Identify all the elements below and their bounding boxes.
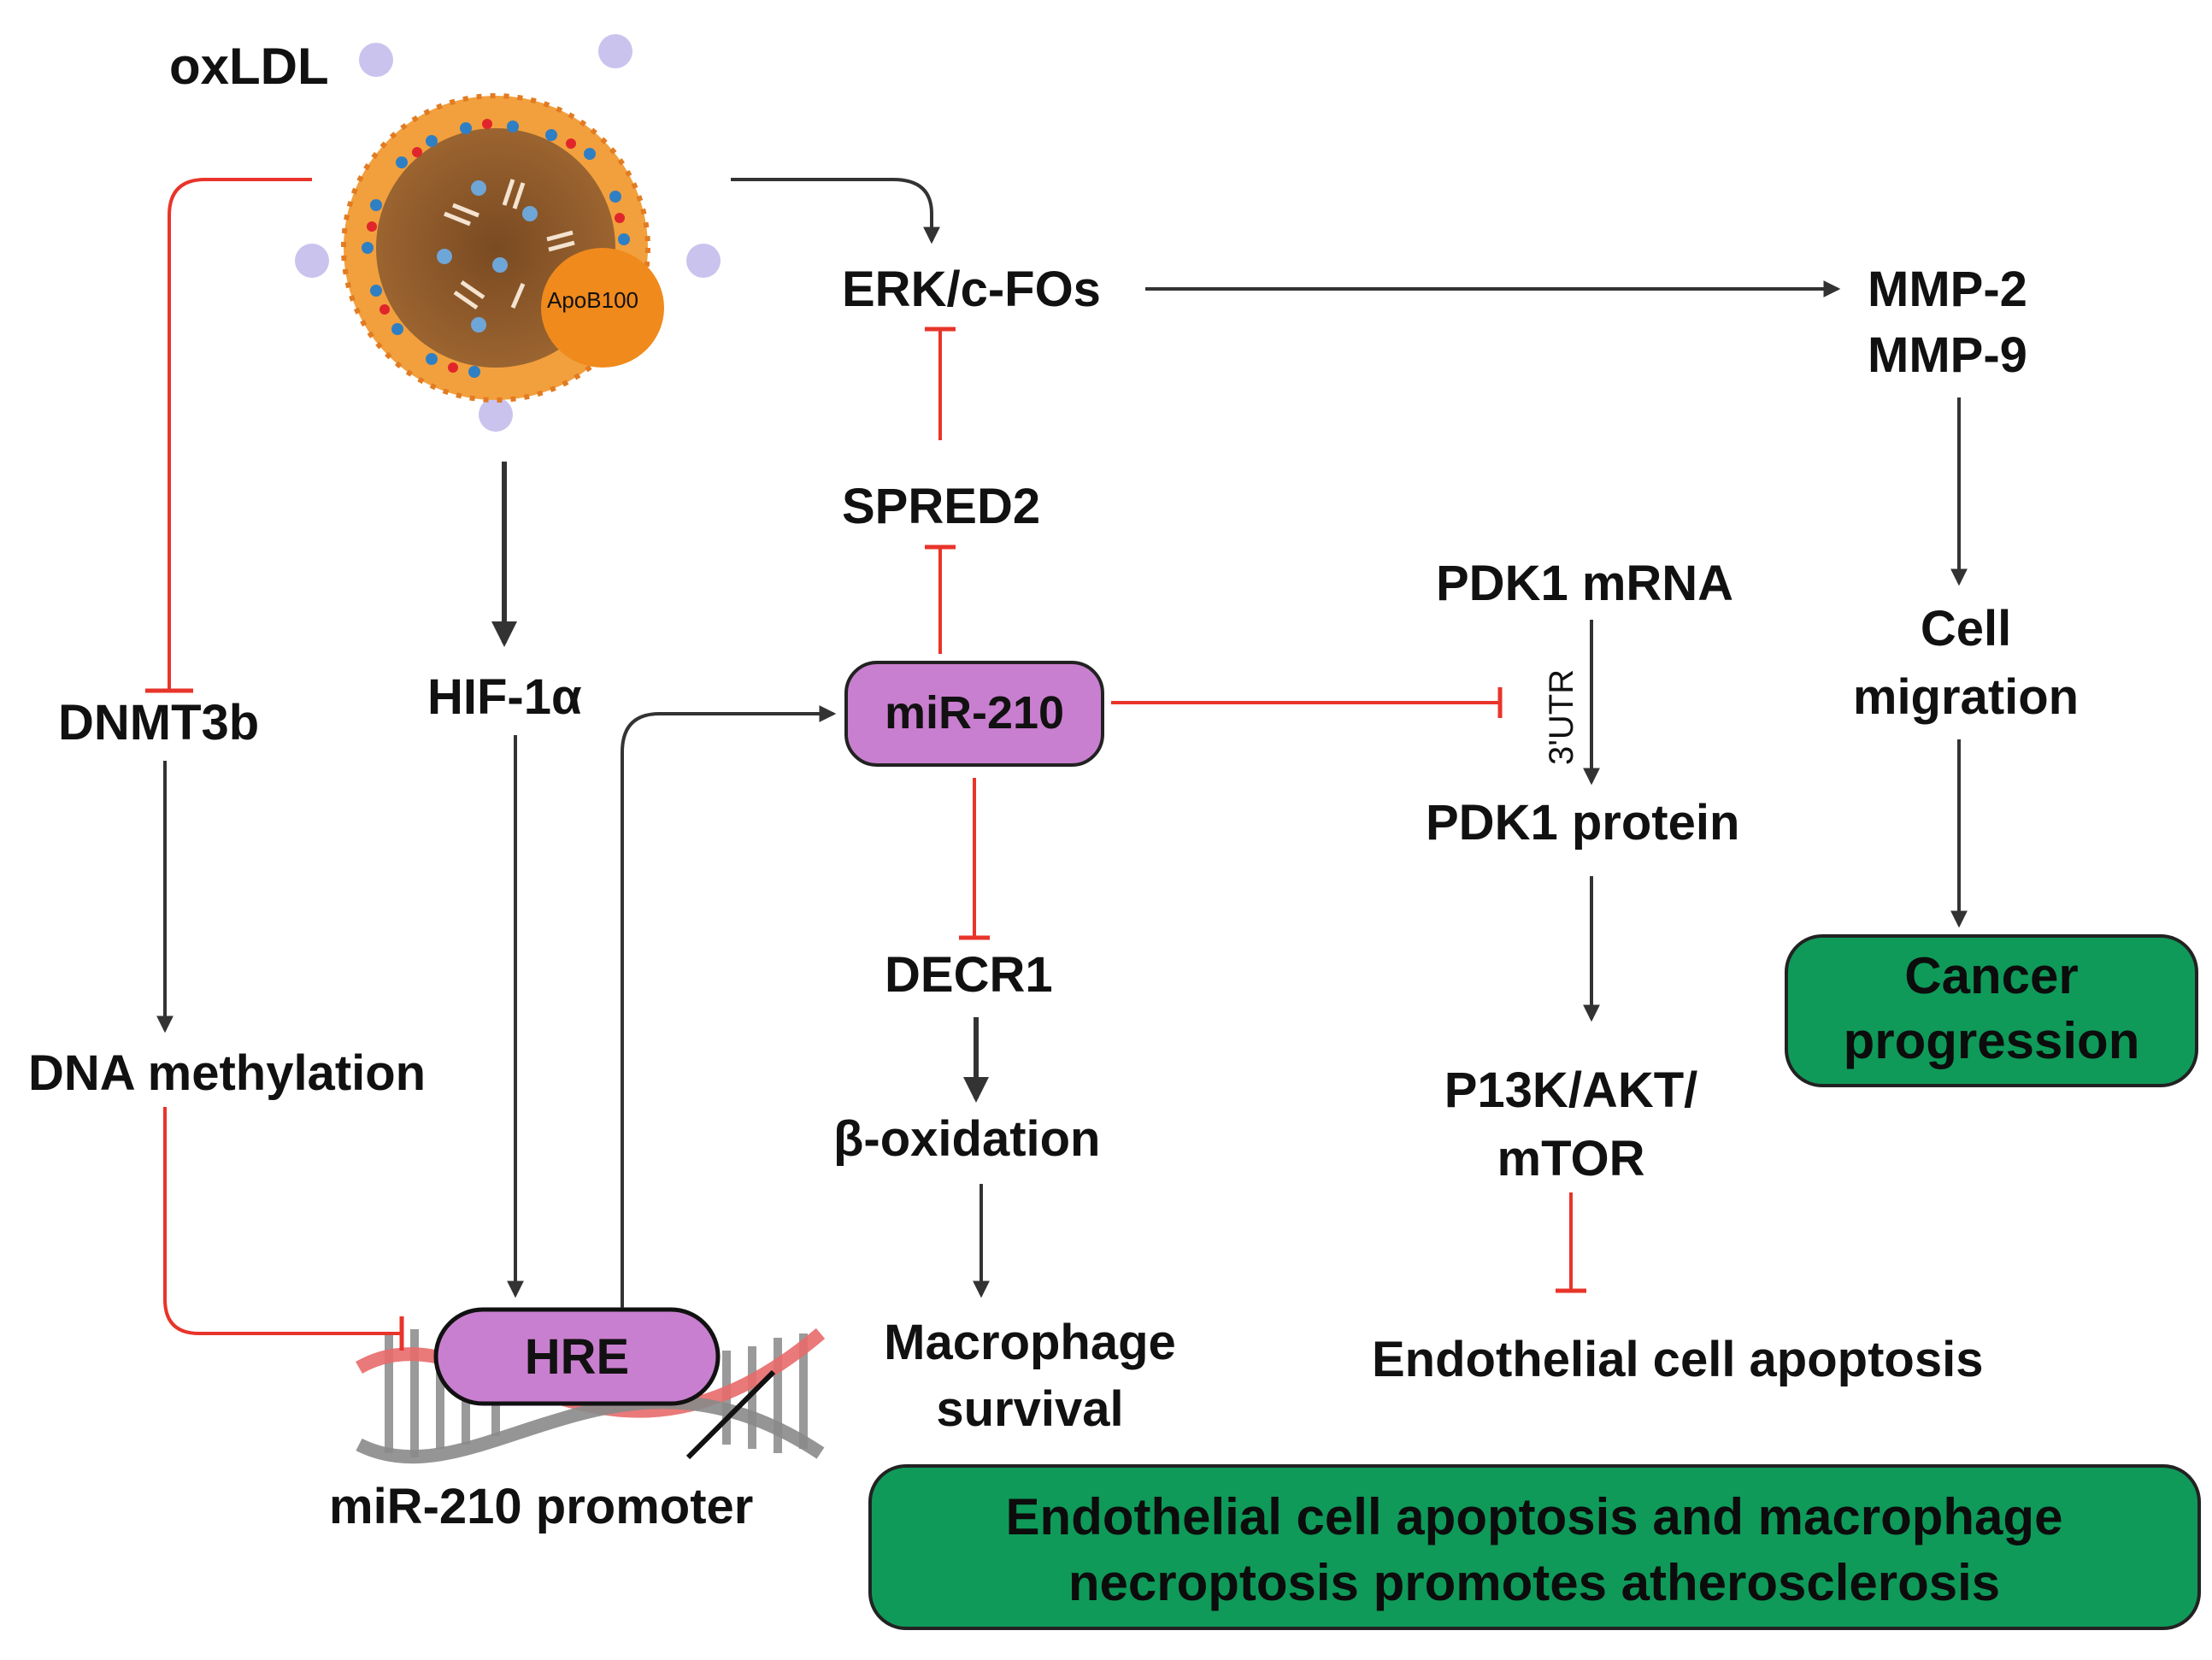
pdk1-protein-label: PDK1 protein: [1426, 795, 1739, 851]
mmp2-label: MMP-2: [1868, 262, 2027, 317]
hif1a-label: HIF-1α: [427, 669, 582, 725]
spred2-label: SPRED2: [842, 479, 1040, 534]
dna-methylation-label: DNA methylation: [28, 1045, 426, 1101]
utr-label: 3'UTR: [1543, 669, 1580, 765]
hre-label: HRE: [525, 1329, 629, 1385]
hre-pill: [433, 1307, 721, 1406]
apob100-label: ApoB100: [547, 287, 638, 313]
pi3k-akt-label-1: P13K/AKT/: [1444, 1063, 1698, 1118]
mir210-promoter-label: miR-210 promoter: [329, 1479, 753, 1534]
cancer-progression-label-1: Cancer: [1904, 947, 2078, 1004]
macrophage-survival-label-2: survival: [936, 1381, 1123, 1437]
macrophage-survival-label-1: Macrophage: [884, 1315, 1176, 1370]
mir210-pill: [844, 661, 1104, 767]
dnmt3b-label: DNMT3b: [58, 695, 259, 751]
pi3k-akt-label-2: mTOR: [1497, 1131, 1645, 1186]
atherosclerosis-outcome-box: [868, 1464, 2201, 1630]
mir210-label: miR-210: [885, 687, 1064, 739]
cell-migration-label-2: migration: [1853, 669, 2079, 725]
erk-cfos-label: ERK/c-FOs: [842, 262, 1101, 317]
mmp9-label: MMP-9: [1868, 327, 2027, 383]
decr1-label: DECR1: [885, 947, 1053, 1003]
atherosclerosis-outcome-label-2: necroptosis promotes atherosclerosis: [1068, 1554, 2000, 1611]
pdk1-mrna-label: PDK1 mRNA: [1436, 556, 1733, 611]
oxldl-label: oxLDL: [169, 38, 329, 95]
endothelial-apoptosis-label: Endothelial cell apoptosis: [1372, 1332, 1983, 1387]
oxldl-particle-icon: [295, 34, 721, 432]
cell-migration-label-1: Cell: [1921, 601, 2011, 656]
inhibition-arrows: [145, 178, 1586, 1351]
cancer-progression-label-2: progression: [1844, 1012, 2140, 1069]
cancer-progression-box: [1785, 934, 2198, 1087]
atherosclerosis-outcome-label-1: Endothelial cell apoptosis and macrophag…: [1006, 1488, 2063, 1545]
activation-arrows: [156, 178, 1968, 1308]
beta-oxidation-label: β-oxidation: [833, 1111, 1101, 1167]
